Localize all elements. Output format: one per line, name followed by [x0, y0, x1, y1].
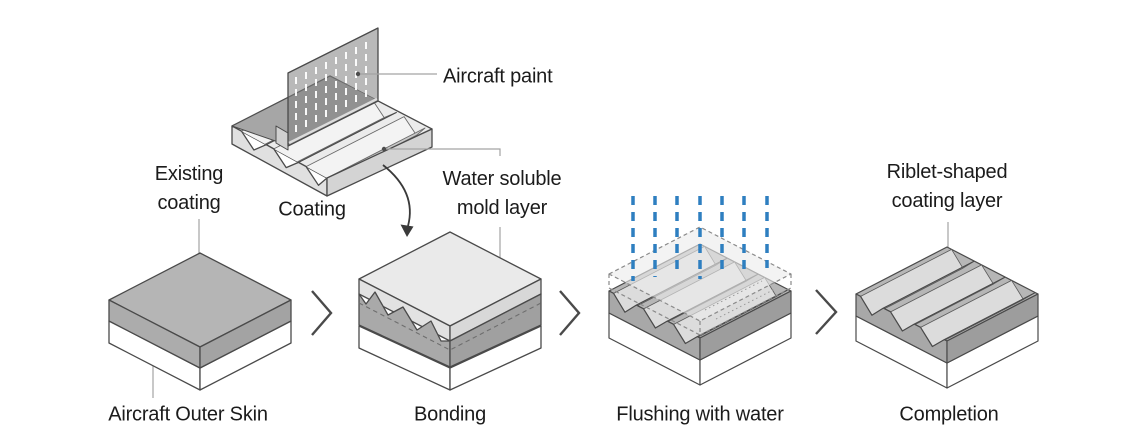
cube-bonding	[358, 231, 542, 391]
cube-aircraft-outer-skin	[108, 252, 292, 391]
annotation-water-soluble-mold: Water soluble mold layer	[442, 168, 562, 219]
aircraft-paint-panel	[287, 27, 379, 147]
coating-illustration	[231, 27, 433, 197]
annotation-coating: Coating	[278, 198, 346, 221]
chevron-icon	[311, 290, 333, 336]
step-label-bonding: Bonding	[414, 403, 486, 426]
step-chevrons	[311, 289, 838, 336]
step-label-completion: Completion	[899, 403, 999, 426]
step-label-aircraft-outer-skin: Aircraft Outer Skin	[108, 403, 268, 426]
annotation-aircraft-paint: Aircraft paint	[443, 65, 553, 88]
paint-spray-lines	[295, 42, 367, 137]
annotation-existing-coating: Existing coating	[154, 163, 224, 214]
step-label-flushing: Flushing with water	[616, 403, 784, 426]
chevron-icon	[559, 290, 581, 336]
chevron-icon	[815, 289, 838, 335]
down-arrow	[382, 164, 414, 237]
annotation-riblet-shaped: Riblet-shaped coating layer	[886, 161, 1008, 212]
cube-completion	[855, 246, 1039, 389]
water-spray-lines	[631, 196, 769, 281]
